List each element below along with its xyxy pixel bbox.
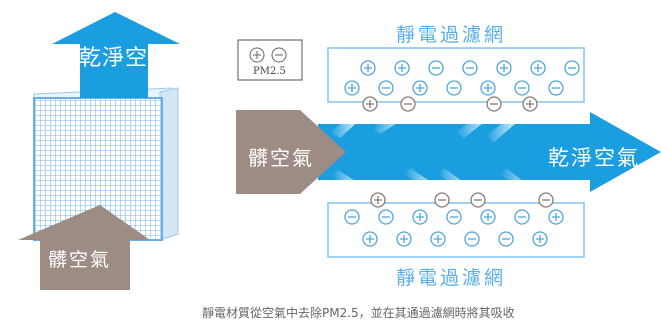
trapped-particle-icon: [486, 96, 502, 112]
negative-charge-icon: [498, 231, 514, 247]
trapped-particles: [362, 96, 554, 208]
positive-charge-icon: [394, 60, 410, 76]
negative-charge-icon: [446, 209, 462, 225]
negative-charge-icon: [464, 231, 480, 247]
top-mesh: [327, 47, 585, 103]
negative-charge-icon: [428, 60, 444, 76]
negative-charge-icon: [446, 80, 462, 96]
mesh-title-bottom: 靜電過濾網: [396, 267, 507, 289]
negative-charge-icon: [378, 209, 394, 225]
positive-charge-icon: [360, 60, 376, 76]
negative-charge-icon: [514, 80, 530, 96]
positive-charge-icon: [412, 209, 428, 225]
caption: 靜電材質從空氣中去除PM2.5，並在其通過濾網時將其吸收: [202, 306, 515, 320]
negative-charge-icon: [462, 60, 478, 76]
negative-charge-icon: [378, 80, 394, 96]
clean-air-up-arrow: [52, 12, 180, 98]
positive-charge-icon: [480, 80, 496, 96]
trapped-particle-icon: [434, 192, 450, 208]
particle-streaks: [330, 110, 540, 200]
pm25-label: PM2.5: [253, 66, 286, 77]
negative-charge-icon: [548, 80, 564, 96]
bottom-mesh: [327, 202, 585, 258]
positive-charge-icon: [344, 80, 360, 96]
negative-charge-icon: [514, 209, 530, 225]
dirty-air-label-middle: 髒空氣: [248, 146, 314, 170]
positive-charge-icon: [362, 231, 378, 247]
positive-charge-icon: [396, 231, 412, 247]
trapped-particle-icon: [538, 192, 554, 208]
positive-charge-icon: [548, 209, 564, 225]
clean-air-label-middle: 乾淨空氣: [548, 146, 640, 170]
trapped-particle-icon: [370, 192, 386, 208]
dirty-air-flow-arrow: [236, 110, 346, 194]
trapped-particle-icon: [470, 192, 486, 208]
clean-air-flow-arrow: [318, 112, 661, 192]
negative-charge-icon: [564, 60, 580, 76]
trapped-particle-icon: [362, 96, 378, 112]
positive-charge-icon: [480, 209, 496, 225]
mesh-title-top: 靜電過濾網: [396, 24, 507, 46]
trapped-particle-icon: [522, 96, 538, 112]
positive-charge-icon: [430, 231, 446, 247]
trapped-particle-icon: [400, 96, 416, 112]
pm25-legend: [237, 39, 303, 81]
clean-air-label-top: 乾淨空氣: [79, 46, 172, 71]
positive-charge-icon: [530, 60, 546, 76]
dirty-air-label-bottom: 髒空氣: [48, 249, 112, 271]
dirty-air-up-arrow: [18, 205, 150, 290]
positive-charge-icon: [532, 231, 548, 247]
negative-charge-icon: [344, 209, 360, 225]
positive-charge-icon: [412, 80, 428, 96]
positive-charge-icon: [496, 60, 512, 76]
